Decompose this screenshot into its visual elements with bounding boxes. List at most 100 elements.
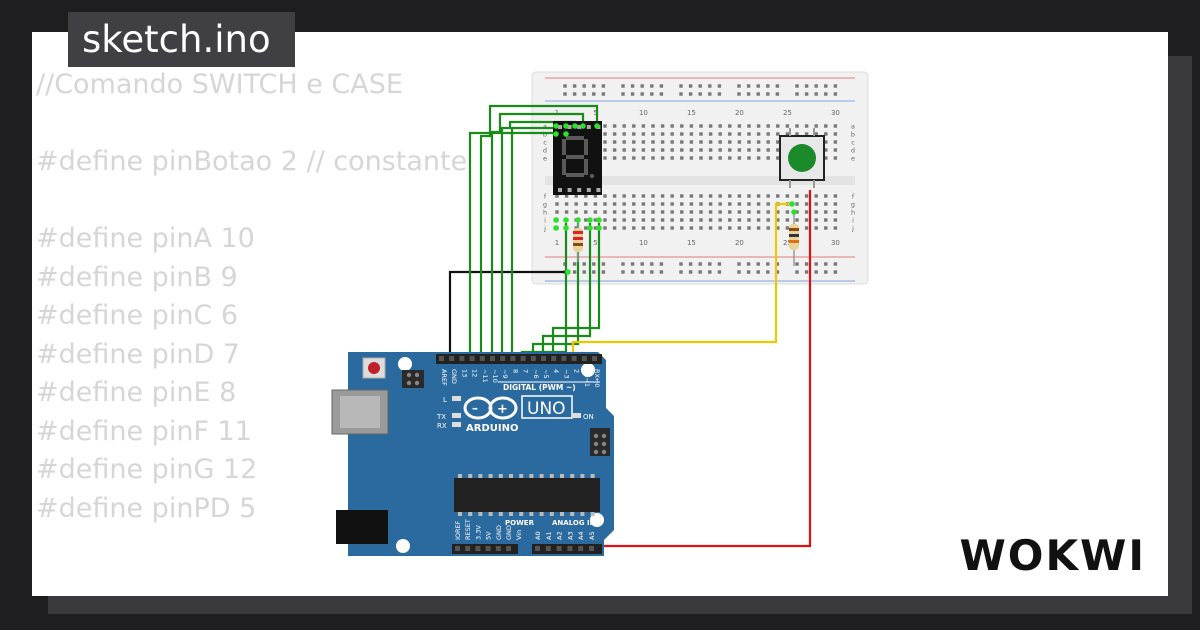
digital-pin-label: 12	[471, 369, 479, 377]
resistor-button	[789, 212, 799, 266]
wire-yellow-2	[571, 202, 792, 360]
breadboard-column-number: 5	[593, 109, 597, 117]
digital-pin-label: GND	[450, 369, 458, 384]
wire-green-pd	[551, 223, 601, 360]
breadboard-column-number: 10	[639, 239, 648, 247]
breadboard-column-number: 15	[687, 239, 696, 247]
breadboard-column-number: 10	[639, 109, 648, 117]
power-pin-label: A3	[566, 531, 574, 540]
digital-pin-label: 8	[511, 369, 519, 373]
power-pin-label: IOREF	[454, 520, 462, 540]
breadboard-row-letter: b	[543, 131, 547, 139]
power-header	[452, 544, 518, 554]
digital-pin-label: ~6	[532, 369, 540, 379]
power-pin-label: A0	[534, 531, 542, 540]
breadboard-row-letter: d	[851, 147, 855, 155]
code-line: #define pinA 10	[36, 223, 255, 254]
code-line: #define pinD 7	[36, 338, 240, 370]
breadboard-row-letter: g	[851, 201, 855, 209]
arduino-model: UNO	[527, 399, 566, 419]
breadboard-row-letter: i	[544, 217, 546, 225]
breadboard-row-letter: d	[543, 147, 547, 155]
breadboard-row-letter: f	[852, 193, 855, 201]
code-preview: //Comando SWITCH e CASE #define pinBotao…	[36, 66, 467, 528]
digital-pin-label: RX←0	[593, 369, 601, 388]
breadboard-row-letter: e	[543, 155, 547, 163]
wokwi-logo: WOKWI	[959, 531, 1146, 580]
tx-label: TX	[436, 413, 446, 421]
power-pin-label: 3.3V	[474, 525, 482, 540]
breadboard-row-letter: h	[851, 209, 855, 217]
code-line: #define pinB 9	[36, 261, 238, 293]
arduino-logo-icon	[463, 396, 518, 420]
breadboard-row-letter: a	[543, 123, 547, 131]
breadboard-row-letter: j	[543, 225, 546, 233]
wire-black-gnd	[448, 270, 568, 360]
rx-label: RX	[437, 422, 447, 430]
breadboard-column-number: 15	[687, 109, 696, 117]
digital-header	[436, 354, 602, 364]
breadboard-column-number: 25	[783, 109, 792, 117]
breadboard-column-number: 25	[783, 239, 792, 247]
breadboard-column-number: 30	[831, 109, 840, 117]
digital-label: DIGITAL (PWM ~)	[503, 383, 576, 392]
code-line: #define pinE 8	[36, 377, 237, 408]
digital-pin-label: 7	[522, 369, 530, 373]
power-pin-label: A4	[577, 531, 585, 540]
breadboard-row-letter: g	[543, 201, 547, 209]
digital-pin-label: TX→1	[583, 368, 591, 387]
breadboard-column-number: 1	[555, 239, 559, 247]
code-line: #define pinF 11	[36, 415, 252, 447]
power-pin-label: GND	[505, 525, 513, 540]
breadboard-row-letter: i	[852, 217, 854, 225]
digital-pin-label: ~5	[542, 369, 550, 379]
push-button[interactable]	[779, 128, 825, 188]
resistor-display	[573, 220, 583, 262]
digital-pin-label: ~10	[491, 369, 499, 383]
wire-green-8	[510, 126, 566, 360]
l-label: L	[443, 396, 447, 404]
digital-pin-label: ~3	[562, 369, 570, 379]
code-line: //Comando SWITCH e CASE	[36, 69, 403, 100]
power-pin-label: 5V	[485, 531, 493, 540]
wire-green-5	[541, 223, 592, 360]
code-line: #define pinBotao 2 // constante	[36, 146, 468, 177]
arduino-brand: ARDUINO	[466, 423, 518, 434]
atmega-chip	[454, 478, 600, 512]
digital-pin-label: ~9	[501, 369, 509, 379]
breadboard-row-letter: f	[544, 193, 547, 201]
power-pin-label: RESET	[464, 519, 472, 540]
breadboard-holes	[555, 84, 838, 274]
analog-label: ANALOG IN	[552, 519, 596, 527]
digital-pin-label: AREF	[440, 369, 448, 386]
breadboard-row-letter: a	[851, 123, 855, 131]
power-pin-label: A1	[545, 531, 553, 540]
power-jack	[336, 510, 388, 544]
svg-text:–: –	[472, 401, 478, 415]
analog-header	[532, 544, 602, 554]
breadboard-row-letter: j	[851, 225, 854, 233]
power-label: POWER	[505, 519, 535, 527]
wire-green-11	[479, 104, 599, 360]
code-line: #define pinG 12	[36, 454, 258, 485]
digital-pin-label: ~11	[481, 369, 489, 383]
code-line: #define pinPD 5	[36, 492, 257, 524]
breadboard-row-letter: e	[851, 155, 855, 163]
seven-segment-display	[553, 121, 602, 195]
file-tab[interactable]: sketch.ino	[68, 12, 295, 67]
wire-green-12	[468, 131, 556, 360]
digital-pin-label: 2	[573, 369, 581, 373]
breadboard-row-letter: c	[851, 139, 855, 147]
power-pin-label: GND	[495, 525, 503, 540]
breadboard-row-letter: h	[543, 209, 547, 217]
on-label: ON	[583, 413, 594, 421]
breadboard-column-number: 30	[831, 239, 840, 247]
breadboard-column-number: 20	[735, 239, 744, 247]
breadboard-row-letter: c	[543, 139, 547, 147]
breadboard-column-number: 5	[593, 239, 597, 247]
digital-pin-label: 13	[460, 369, 468, 377]
